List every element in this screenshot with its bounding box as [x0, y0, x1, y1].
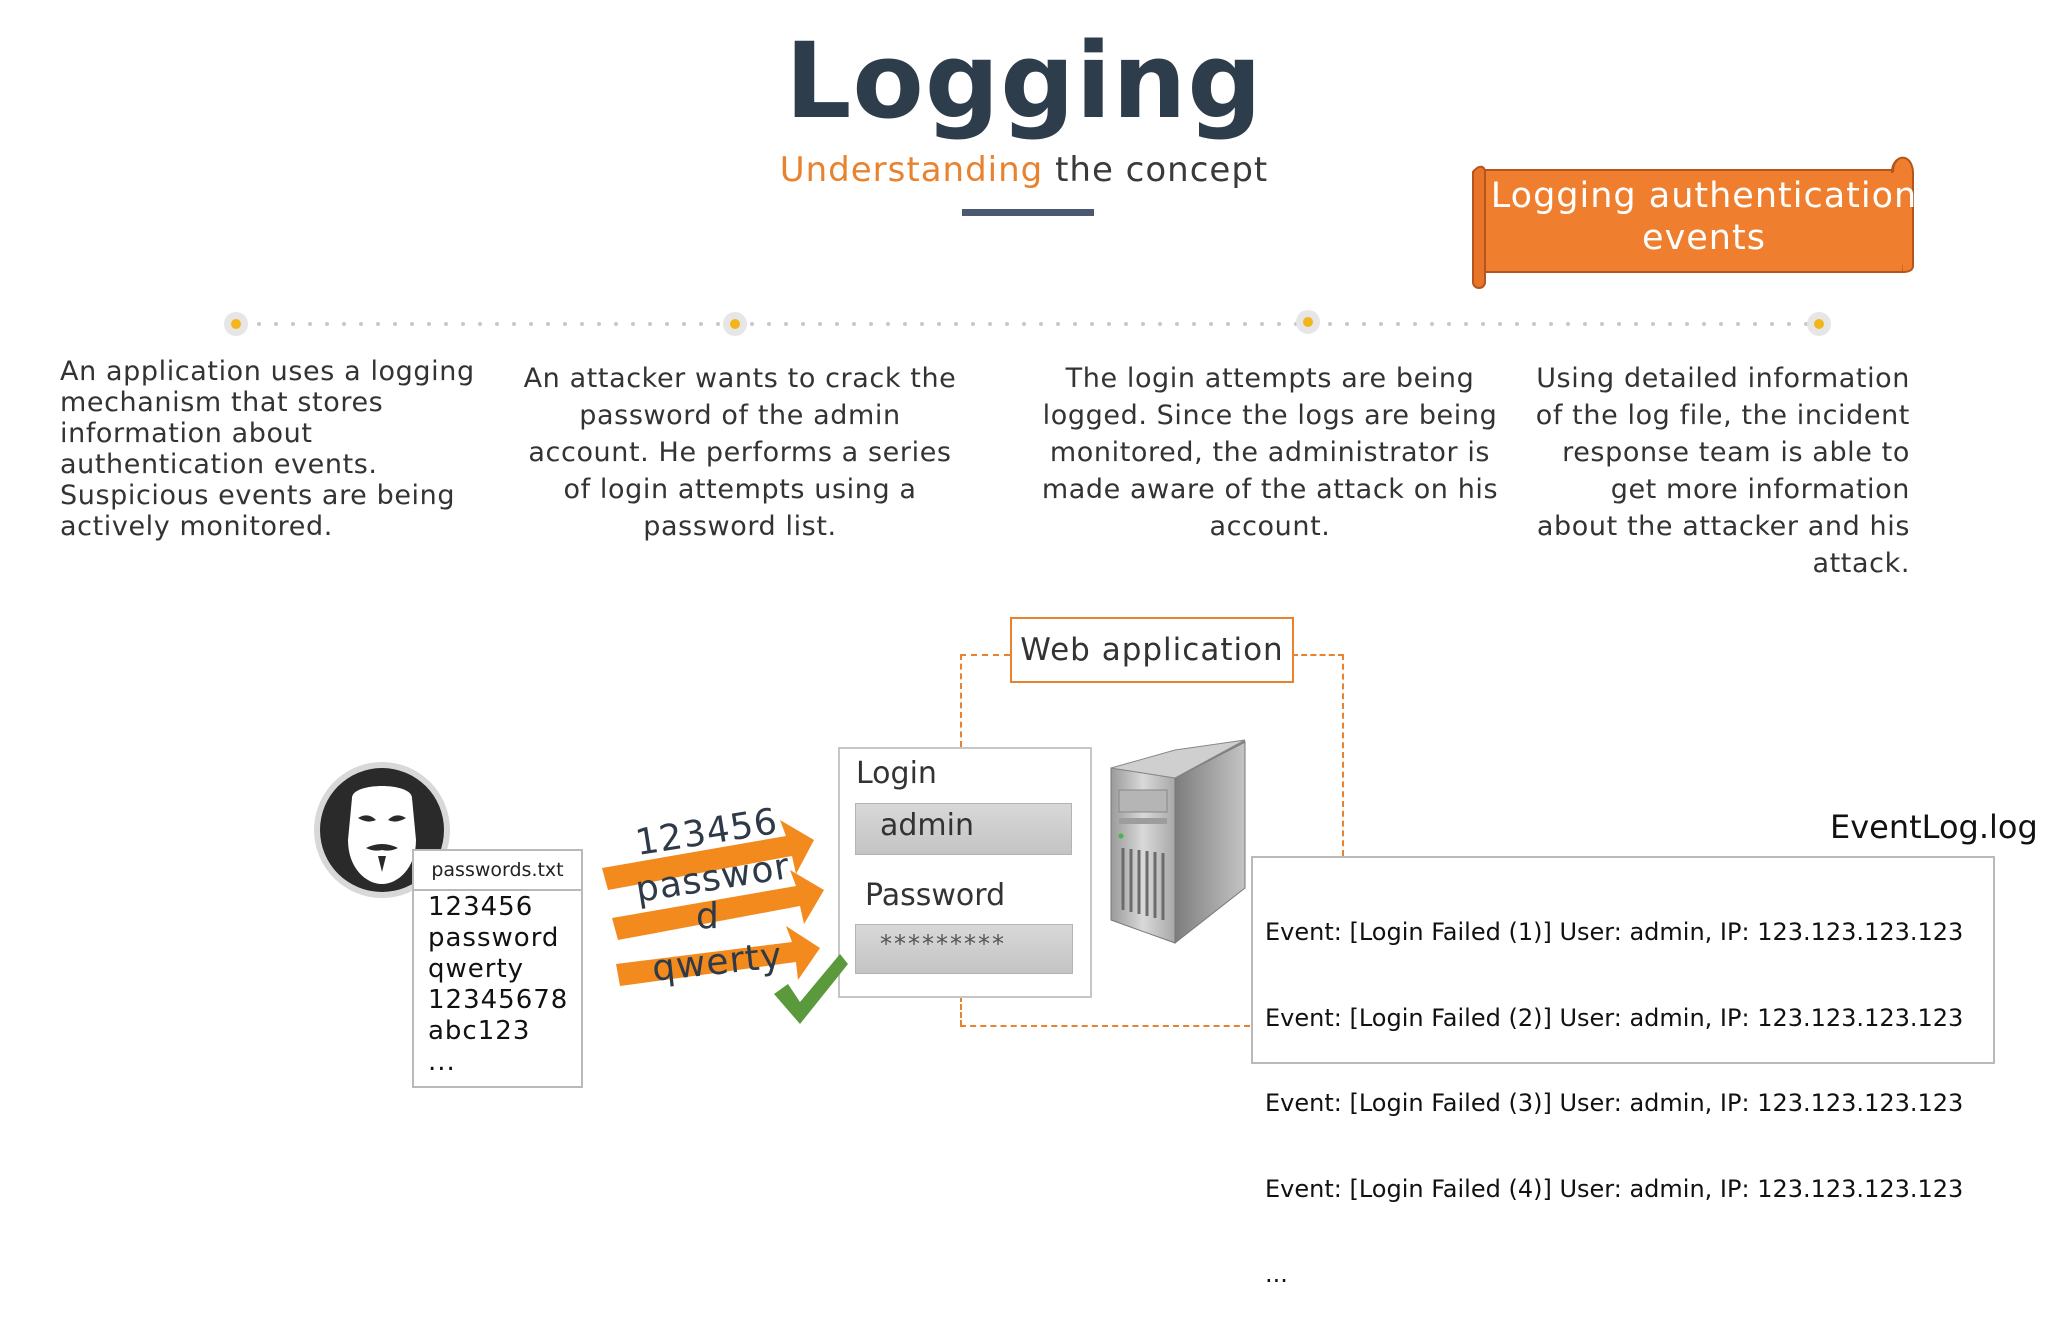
event-log-lines: Event: [Login Failed (1)] User: admin, I…	[1265, 861, 1963, 1317]
webapp-boundary-right	[1342, 654, 1344, 856]
password-entry: abc123	[428, 1016, 531, 1046]
webapp-boundary-left-upper	[960, 654, 962, 747]
password-field[interactable]	[855, 924, 1073, 974]
password-mask: *********	[880, 930, 1006, 958]
attempt-arrow-3	[616, 926, 820, 986]
password-entry: password	[428, 923, 560, 953]
webapp-label: Web application	[1010, 617, 1294, 683]
timeline-dots	[240, 322, 1822, 326]
step-4-text: Using detailed information of the log fi…	[1535, 363, 1910, 579]
page-subtitle: Understanding the concept	[0, 150, 2048, 190]
log-line: Event: [Login Failed (3)] User: admin, I…	[1265, 1089, 1964, 1117]
log-filename: EventLog.log	[1830, 808, 2038, 846]
log-line: Event: [Login Failed (4)] User: admin, I…	[1265, 1174, 1964, 1203]
password-entry: 123456	[428, 892, 534, 922]
attempt-arrow-2	[612, 870, 824, 940]
scroll-banner	[1472, 156, 1914, 289]
attempt-arrows	[602, 820, 824, 986]
login-title: Login	[856, 756, 937, 791]
webapp-boundary-bottom	[960, 1025, 1250, 1027]
timeline-node-2	[723, 312, 747, 336]
event-log-box	[1251, 856, 1995, 1064]
page-title: Logging	[785, 20, 1263, 142]
subtitle-accent: Understanding	[779, 150, 1044, 190]
step-3-text: The login attempts are being logged. Sin…	[1041, 363, 1499, 542]
timeline-node-1	[224, 312, 248, 336]
password-entry: ...	[428, 1047, 456, 1077]
banner-text: Logging authentication events	[1490, 176, 1918, 258]
password-file-name: passwords.txt	[414, 851, 581, 891]
step-1-text: An application uses a logging mechanism …	[60, 356, 475, 542]
log-line: Event: [Login Failed (1)] User: admin, I…	[1265, 918, 1964, 946]
password-entry: 12345678	[428, 985, 569, 1015]
server-icon	[1110, 739, 1246, 945]
password-entry: qwerty	[428, 954, 525, 984]
password-file	[412, 849, 583, 1088]
webapp-boundary-top-right	[1292, 654, 1344, 656]
timeline-node-3	[1296, 310, 1320, 334]
subtitle-rest: the concept	[1043, 150, 1269, 190]
timeline-node-4	[1807, 312, 1831, 336]
checkmark-icon	[774, 954, 848, 1024]
username-field[interactable]	[855, 803, 1072, 855]
log-line: Event: [Login Failed (2)] User: admin, I…	[1265, 1003, 1964, 1032]
title-underline	[962, 209, 1094, 216]
attempt-arrow-1	[602, 820, 814, 890]
log-line: ...	[1265, 1260, 1288, 1288]
webapp-boundary-top-left	[960, 654, 1010, 656]
webapp-boundary-left-lower	[960, 996, 962, 1026]
step-2-text: An attacker wants to crack the password …	[523, 363, 957, 542]
password-label: Password	[865, 878, 1006, 913]
username-value: admin	[880, 808, 974, 843]
attempt-2-label-wrap: d	[696, 896, 720, 937]
password-list: 123456 password qwerty 12345678 abc123 .…	[428, 892, 568, 1078]
